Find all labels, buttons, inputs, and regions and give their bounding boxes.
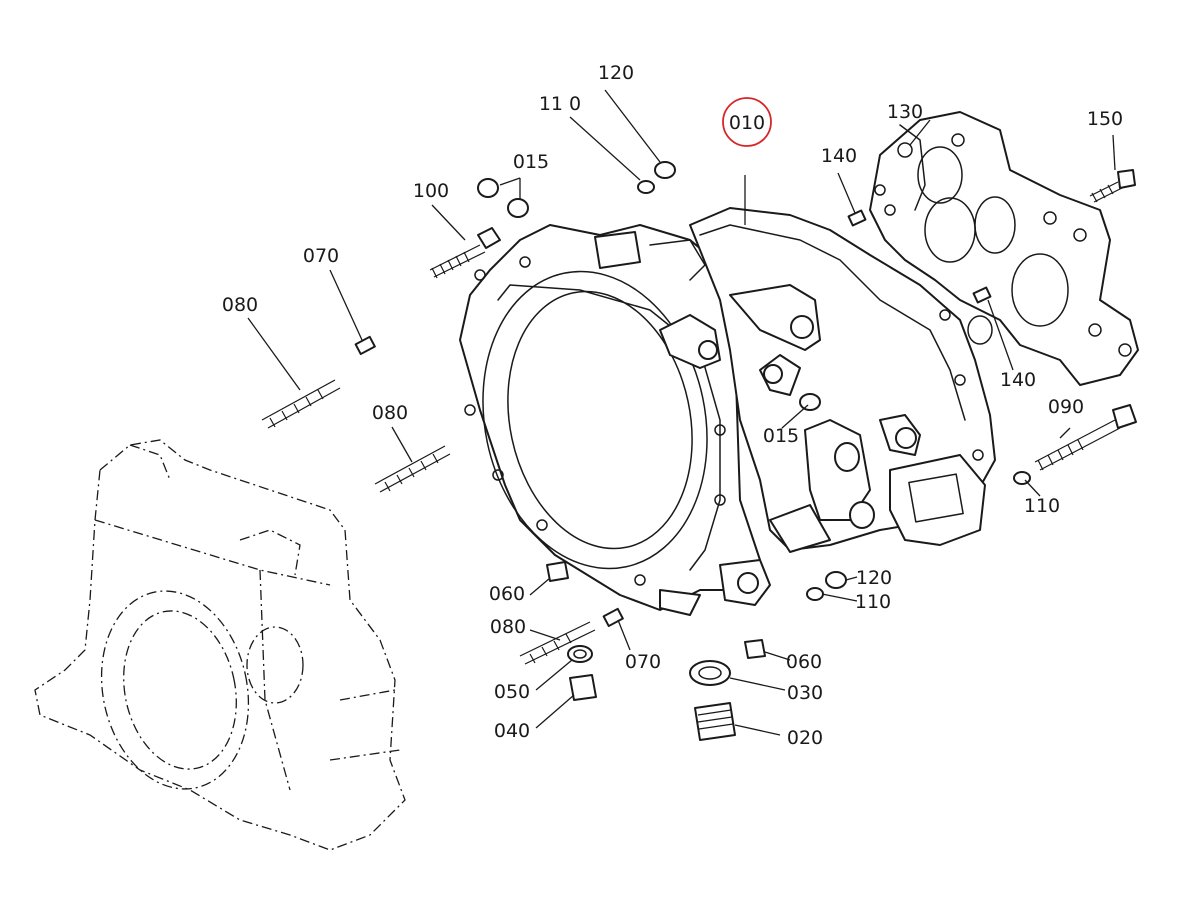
- callout-140-right: 140: [1000, 369, 1036, 391]
- callout-120-right: 120: [856, 567, 892, 589]
- callout-140-top: 140: [821, 145, 857, 167]
- filler-plug-020: [694, 702, 736, 741]
- dowel-pin-140-top: [847, 209, 867, 227]
- gasket-050: [567, 645, 593, 663]
- callout-110-right: 110: [1024, 495, 1060, 517]
- callout-015-top: 015: [513, 151, 549, 173]
- stud-080-mid: [374, 445, 451, 493]
- callout-100: 100: [413, 180, 449, 202]
- transmission-case-010: [459, 207, 996, 616]
- gasket-030: [689, 660, 731, 686]
- callout-060-right: 060: [786, 651, 822, 673]
- callout-020: 020: [787, 727, 823, 749]
- callout-130: 130: [887, 101, 923, 123]
- nut-120-lower: [825, 571, 847, 589]
- bolt-090: [1034, 404, 1137, 471]
- flywheel-housing-left: [34, 439, 406, 851]
- drain-plug-040: [569, 674, 597, 701]
- callout-070-top: 070: [303, 245, 339, 267]
- pin-070-top: [354, 335, 376, 356]
- callout-120-top: 120: [598, 62, 634, 84]
- callout-060-left: 060: [489, 583, 525, 605]
- cover-plate-130: [869, 111, 1139, 386]
- plug-060-right: [744, 639, 766, 659]
- callout-030: 030: [787, 682, 823, 704]
- washer-110-lower: [806, 587, 824, 601]
- pin-070-bottom: [602, 607, 624, 628]
- stud-080-top: [261, 379, 341, 429]
- bolt-150: [1089, 169, 1136, 203]
- dowel-pin-140-right: [972, 286, 992, 304]
- callout-080-mid: 080: [372, 402, 408, 424]
- leader-lines: [247, 89, 1116, 736]
- callout-080-top: 080: [222, 294, 258, 316]
- callout-010: 010: [729, 112, 765, 134]
- bushing-015-a: [477, 178, 529, 218]
- washer-110-top: [637, 180, 655, 194]
- callout-040: 040: [494, 720, 530, 742]
- callout-080-bottom: 080: [490, 616, 526, 638]
- bushing-015-b: [799, 393, 821, 411]
- callout-110-top: 11 0: [539, 93, 581, 115]
- callout-110-lower: 110: [855, 591, 891, 613]
- highlight-ring: [722, 97, 772, 147]
- callout-090: 090: [1048, 396, 1084, 418]
- callout-050: 050: [494, 681, 530, 703]
- nut-120-top: [654, 161, 676, 179]
- callout-015-mid: 015: [763, 425, 799, 447]
- callout-labels: 010 015 015 020 030 040 050 060 060 070 …: [222, 62, 1123, 749]
- callout-070-bottom: 070: [625, 651, 661, 673]
- callout-150: 150: [1087, 108, 1123, 130]
- fasteners: [261, 161, 1137, 741]
- bolt-100: [429, 227, 501, 279]
- plug-060-left: [546, 561, 569, 582]
